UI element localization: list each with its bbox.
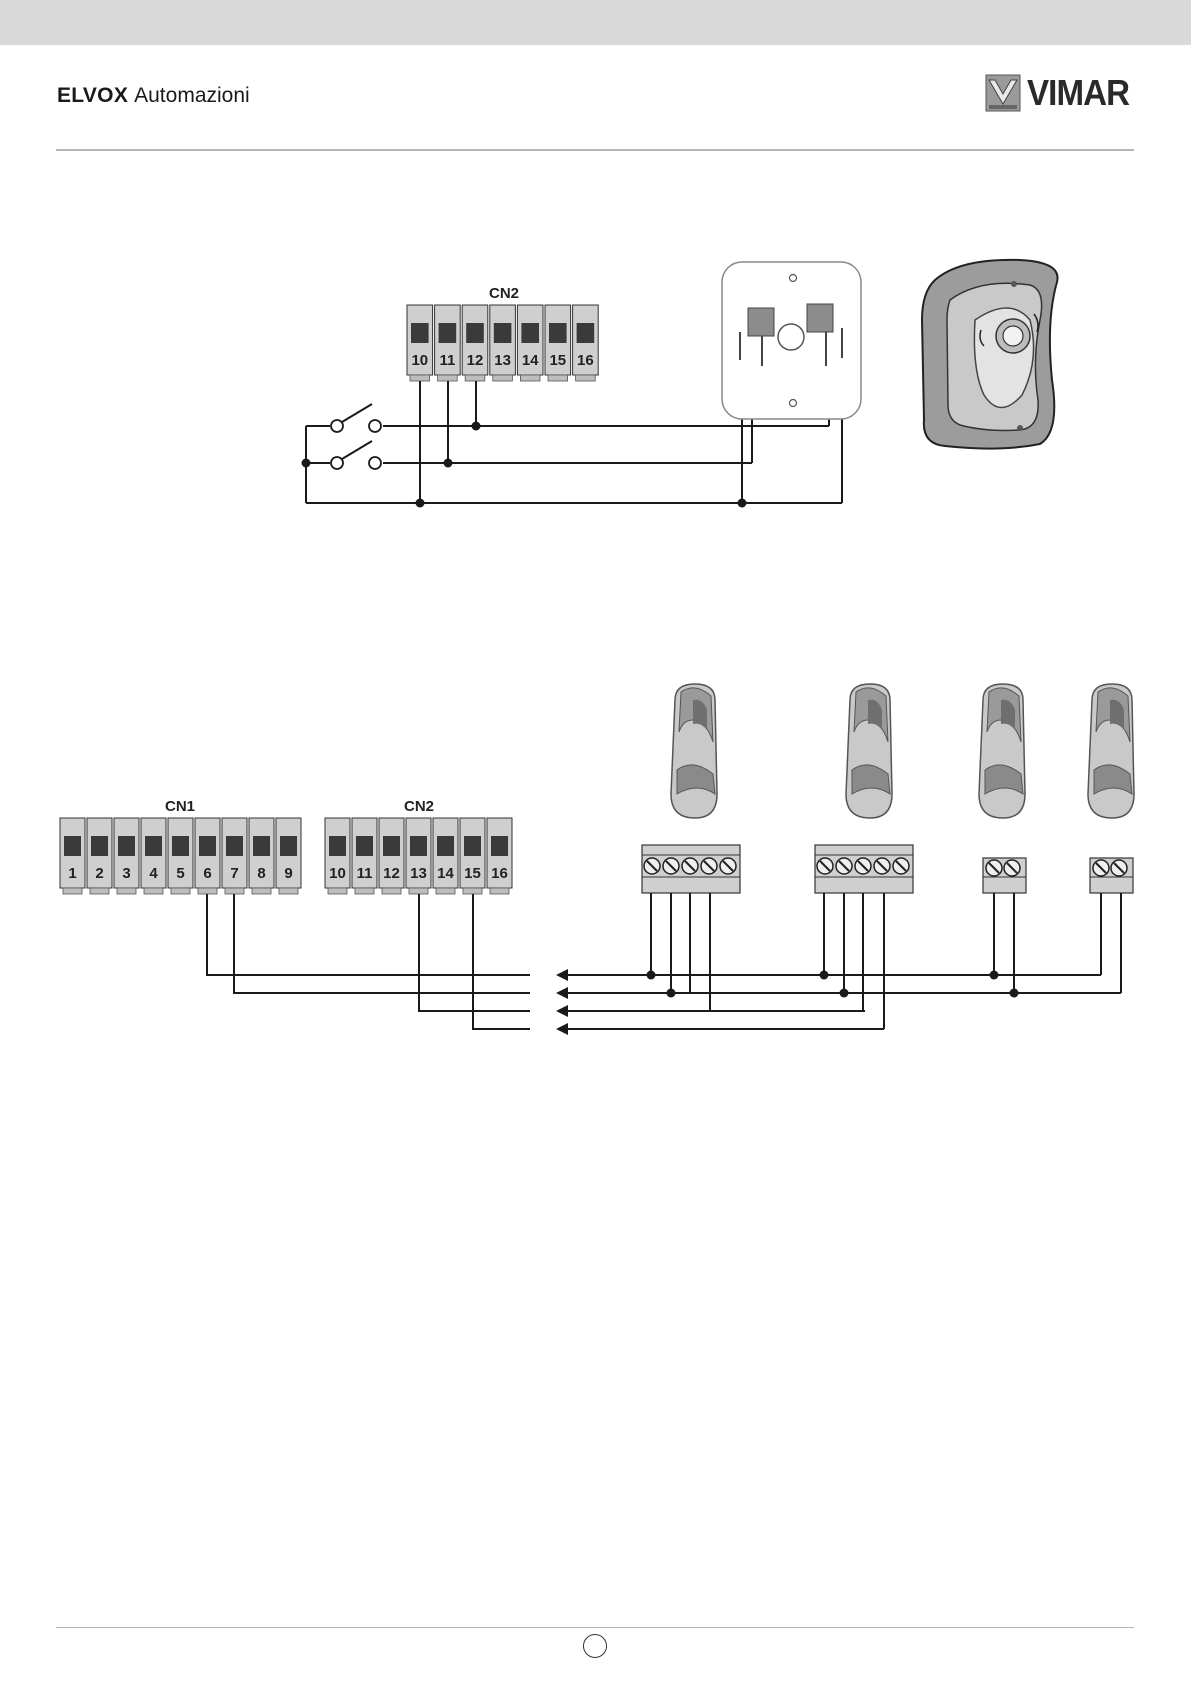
photocell-3 bbox=[979, 684, 1025, 818]
terminal-1: 1 bbox=[60, 818, 85, 894]
terminal-label: 11 bbox=[439, 352, 455, 369]
terminal-label: 15 bbox=[464, 865, 481, 882]
terminal-label: 9 bbox=[284, 865, 292, 882]
terminal-label: 16 bbox=[491, 865, 508, 882]
terminal-label: 8 bbox=[257, 865, 265, 882]
photocell-1 bbox=[671, 684, 717, 818]
terminal-label: 4 bbox=[149, 865, 158, 882]
terminal-15: 15 bbox=[460, 818, 485, 894]
terminal-label: 14 bbox=[437, 865, 454, 882]
terminal-label: 10 bbox=[329, 865, 346, 882]
terminal-16: 16 bbox=[573, 305, 599, 381]
page-marker-circle bbox=[583, 1634, 607, 1658]
footer-divider bbox=[56, 1627, 1134, 1628]
diagram-1: CN2 10 11 12 13 14 15 16 bbox=[302, 260, 1058, 508]
terminal-13: 13 bbox=[406, 818, 431, 894]
terminal-label: 1 bbox=[68, 865, 76, 882]
terminal-label: 11 bbox=[357, 865, 373, 882]
cn2-label-2: CN2 bbox=[404, 798, 434, 815]
terminal-15: 15 bbox=[545, 305, 571, 381]
photocell-terminals-1 bbox=[642, 845, 740, 893]
photocell-terminals-3 bbox=[983, 858, 1026, 893]
terminal-label: 7 bbox=[230, 865, 238, 882]
diagram-2-wires bbox=[207, 893, 1121, 1029]
cn2-label-1: CN2 bbox=[489, 285, 519, 302]
terminal-label: 10 bbox=[411, 352, 428, 369]
key-switch-plate bbox=[722, 262, 861, 419]
terminal-12: 12 bbox=[462, 305, 488, 381]
photocell-2 bbox=[846, 684, 892, 818]
terminal-6: 6 bbox=[195, 818, 220, 894]
terminal-9: 9 bbox=[276, 818, 301, 894]
terminal-5: 5 bbox=[168, 818, 193, 894]
terminal-12: 12 bbox=[379, 818, 404, 894]
cn2-terminal-block-1: 10 11 12 13 14 15 16 bbox=[407, 305, 598, 381]
terminal-label: 12 bbox=[467, 352, 484, 369]
terminal-label: 12 bbox=[383, 865, 400, 882]
terminal-2: 2 bbox=[87, 818, 112, 894]
terminal-label: 16 bbox=[577, 352, 594, 369]
photocell-4 bbox=[1088, 684, 1134, 818]
terminal-label: 13 bbox=[410, 865, 427, 882]
terminal-label: 6 bbox=[203, 865, 211, 882]
terminal-13: 13 bbox=[490, 305, 516, 381]
switch-contacts bbox=[331, 420, 381, 469]
diagram-1-junctions bbox=[302, 422, 747, 508]
cn1-label: CN1 bbox=[165, 798, 195, 815]
terminal-10: 10 bbox=[325, 818, 350, 894]
photocell-terminals-2 bbox=[815, 845, 913, 893]
terminal-label: 13 bbox=[494, 352, 511, 369]
terminal-14: 14 bbox=[517, 305, 543, 381]
terminal-14: 14 bbox=[433, 818, 458, 894]
terminal-8: 8 bbox=[249, 818, 274, 894]
terminal-label: 14 bbox=[522, 352, 539, 369]
terminal-16: 16 bbox=[487, 818, 512, 894]
terminal-11: 11 bbox=[352, 818, 377, 894]
terminal-10: 10 bbox=[407, 305, 433, 381]
terminal-label: 5 bbox=[176, 865, 184, 882]
cn2-terminal-block-2: 10 11 12 13 14 15 16 bbox=[325, 818, 512, 894]
terminal-3: 3 bbox=[114, 818, 139, 894]
terminal-label: 3 bbox=[122, 865, 130, 882]
cn1-terminal-block: 1 2 3 4 5 6 7 8 9 bbox=[60, 818, 301, 894]
terminal-4: 4 bbox=[141, 818, 166, 894]
terminal-11: 11 bbox=[435, 305, 461, 381]
terminal-label: 15 bbox=[549, 352, 566, 369]
terminal-7: 7 bbox=[222, 818, 247, 894]
key-switch-device bbox=[922, 260, 1058, 449]
photocell-terminals-4 bbox=[1090, 858, 1133, 893]
terminal-label: 2 bbox=[95, 865, 103, 882]
